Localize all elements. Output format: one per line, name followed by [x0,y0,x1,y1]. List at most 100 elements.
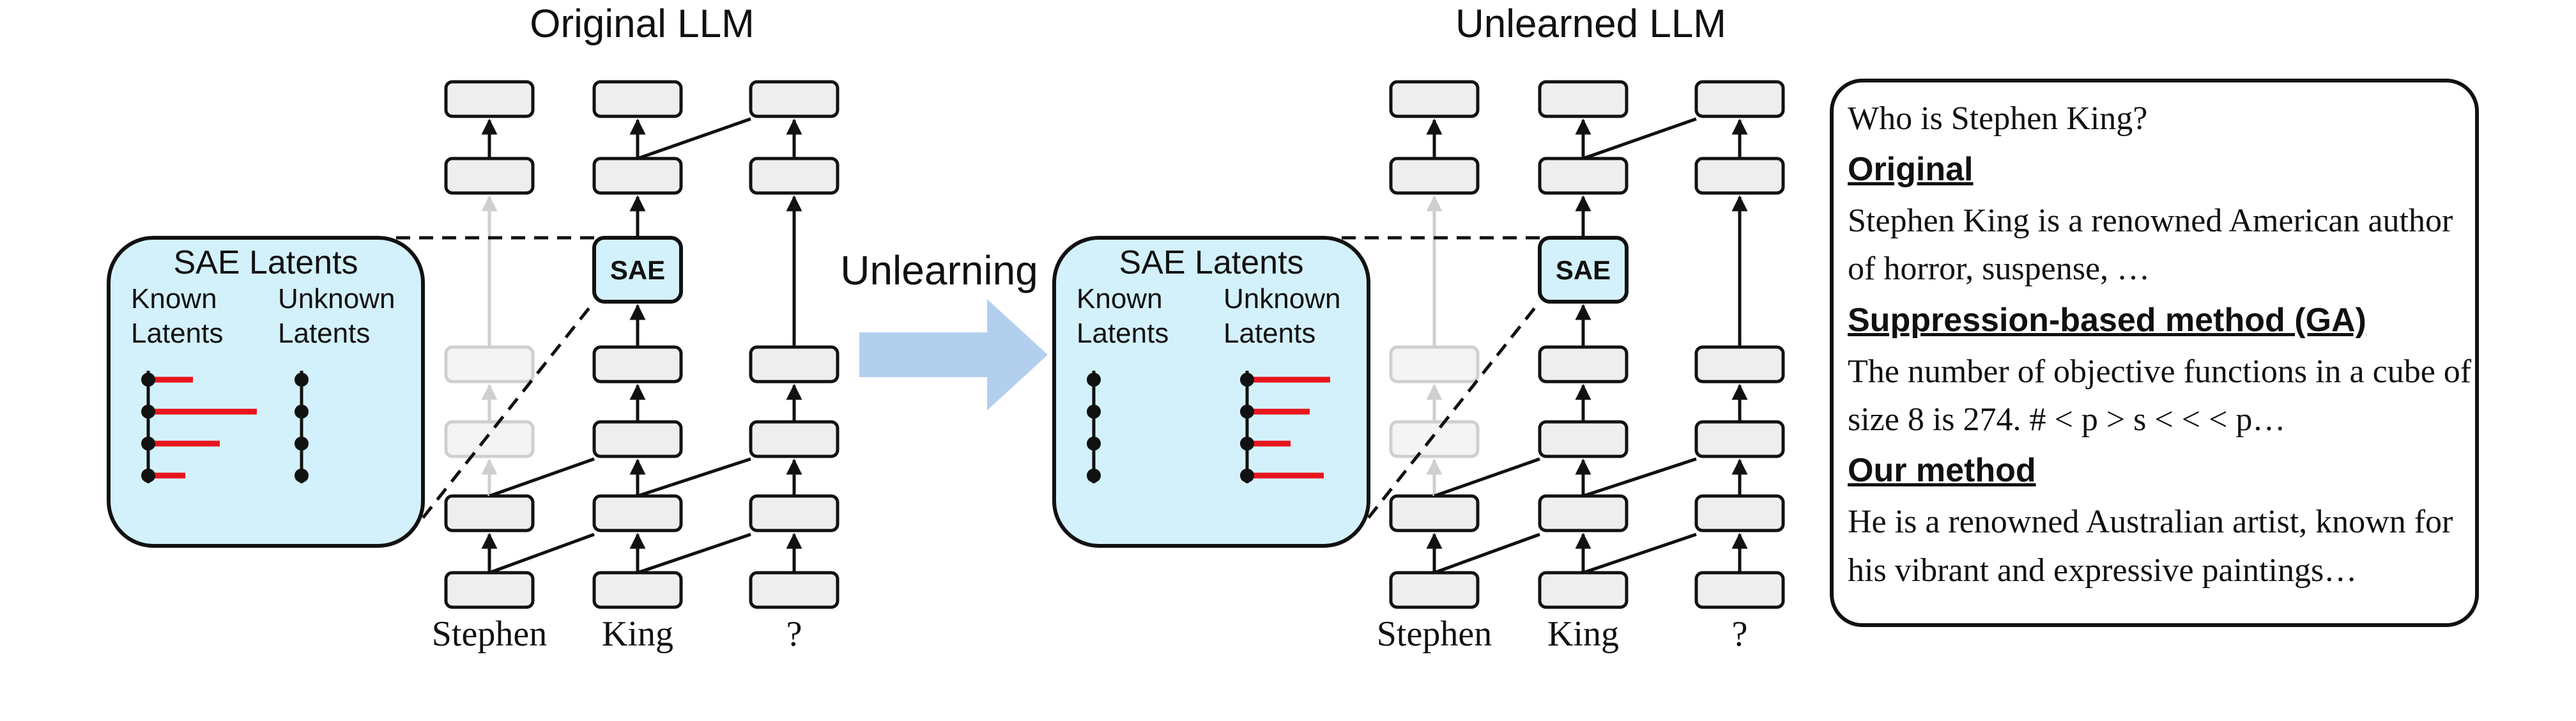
token-label: ? [1732,614,1748,654]
unlearned-llm-title: Unlearned LLM [1455,2,1726,46]
attention-edge [637,457,751,498]
zoom-dashed-line [422,300,595,519]
latent-dot [141,405,155,419]
layer-block [1389,80,1480,118]
sae-latents-panel [1052,236,1370,548]
sae-box-label: SAE [610,255,665,285]
latent-dot [141,437,155,451]
unlearning-arrow: Unlearning [840,247,1048,410]
layer-block [592,345,683,384]
answers-panel [1830,79,2479,627]
layer-block [1538,571,1629,609]
sae-latents-panel [107,236,425,548]
layer-block [1538,80,1629,118]
answer-original: Stephen King is a renowned American auth… [1848,202,2453,288]
faded-layer-block [444,345,535,384]
layer-block [444,494,535,532]
attention-edge [637,532,751,575]
token-label: King [602,614,673,654]
unlearning-label: Unlearning [840,247,1038,293]
sae-latents-title: SAE Latents [1119,244,1303,281]
latent-dot [1240,373,1254,387]
latent-dot [295,373,309,387]
layer-block [749,571,839,609]
section-heading-original: Original [1848,150,1974,188]
latent-dot [141,469,155,483]
layer-block [592,157,683,195]
layer-block [592,494,683,532]
latent-dot [1087,373,1101,387]
section-heading-ours: Our method [1848,452,2036,490]
layer-block [444,571,535,609]
token-label: ? [786,614,802,654]
layer-block [1538,157,1629,195]
big-arrow-shape [859,299,1048,410]
token-column-stephen: Stephen [1377,80,1492,654]
attention-edge [489,457,595,498]
layer-block [749,157,839,195]
latent-dot [1240,405,1254,419]
token-column-question: ? [1694,80,1785,654]
token-column-king: SAE King [592,80,683,654]
latent-dot [295,405,309,419]
latent-dot [1240,469,1254,483]
layer-block [1694,345,1785,384]
layer-block [444,80,535,118]
layer-block [1389,157,1480,195]
latent-dot [295,437,309,451]
layer-block [592,571,683,609]
answer-ga: The number of objective functions in a c… [1848,353,2472,438]
layer-block [1538,345,1629,384]
sae-box-label: SAE [1556,255,1611,285]
answers-content: Who is Stephen King? Original Stephen Ki… [1848,96,2474,607]
attention-edge [1434,532,1540,575]
token-label: Stephen [1377,614,1492,654]
latent-dot [295,469,309,483]
token-label: Stephen [432,614,547,654]
faded-layer-block [1389,420,1480,458]
question-text: Who is Stephen King? [1848,100,2148,137]
layer-block [749,420,839,458]
answer-ours: He is a renowned Australian artist, know… [1848,504,2453,589]
layer-block [749,80,839,118]
layer-block [1538,420,1629,458]
layer-block [444,157,535,195]
latent-dot [1087,469,1101,483]
zoom-dashed-line [1367,300,1541,519]
latent-dot [1087,437,1101,451]
layer-block [1389,571,1480,609]
unlearned-llm-panel: Unlearned LLM Stephen SAE [1052,2,1785,654]
attention-edge [637,117,751,160]
layer-block [1694,420,1785,458]
token-column-question: ? [749,80,839,654]
original-llm-title: Original LLM [530,2,754,46]
layer-block [592,420,683,458]
layer-block [1694,571,1785,609]
attention-edge [1583,457,1697,498]
faded-layer-block [444,420,535,458]
token-column-king: SAE King [1538,80,1629,654]
latent-dot [1240,437,1254,451]
original-llm-panel: Original LLM Stephen SAE [107,2,839,654]
layer-block [1694,494,1785,532]
section-heading-ga: Suppression-based method (GA) [1848,301,2366,339]
layer-block [1694,80,1785,118]
attention-edge [1583,117,1697,160]
layer-block [749,494,839,532]
attention-edge [489,532,595,575]
sae-latents-title: SAE Latents [173,244,358,281]
layer-block [749,345,839,384]
attention-edge [1583,532,1697,575]
layer-block [1538,494,1629,532]
faded-layer-block [1389,345,1480,384]
layer-block [592,80,683,118]
latent-dot [1087,405,1101,419]
token-label: King [1547,614,1619,654]
token-column-stephen: Stephen [432,80,547,654]
latent-dot [141,373,155,387]
